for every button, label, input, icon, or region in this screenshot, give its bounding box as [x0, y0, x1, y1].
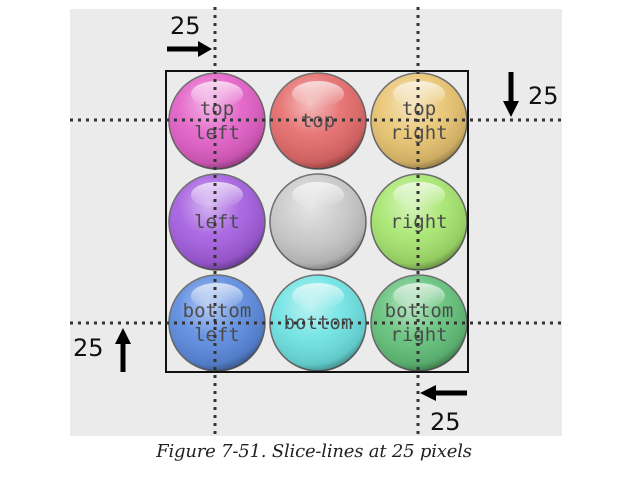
ball-label: top: [402, 98, 436, 120]
ball-label: left: [194, 324, 240, 346]
ball-label: left: [194, 211, 240, 233]
figure-caption: Figure 7-51. Slice-lines at 25 pixels: [156, 441, 472, 462]
ball-label: bottom: [183, 300, 252, 322]
ball-center: [269, 173, 367, 271]
ball-label: left: [194, 122, 240, 144]
ball-label: right: [390, 122, 447, 144]
label-right-slice: 25: [430, 408, 461, 436]
arrow-up-icon: [115, 328, 131, 372]
arrow-left-icon: [420, 385, 467, 401]
ball-left: left: [168, 173, 266, 271]
ball-label: top: [200, 98, 234, 120]
arrow-right-icon: [167, 41, 212, 57]
label-bottom-slice: 25: [73, 334, 104, 362]
ball-right: right: [370, 173, 468, 271]
ball-label: right: [390, 211, 447, 233]
arrow-down-icon: [503, 72, 519, 117]
image-border: [165, 70, 469, 373]
label-left-slice: 25: [170, 12, 201, 40]
label-top-slice: 25: [528, 82, 559, 110]
